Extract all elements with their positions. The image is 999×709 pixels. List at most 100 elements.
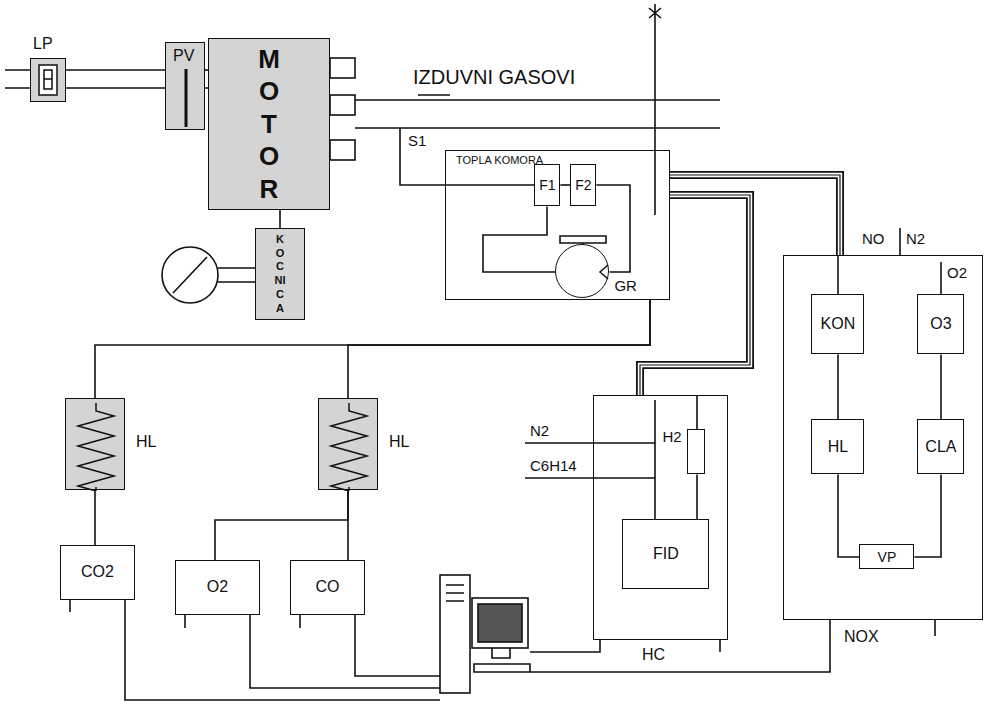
connector-line: [640, 195, 750, 395]
analyzer: CO2: [60, 545, 135, 600]
heated-line: HL: [65, 398, 125, 490]
connector: [914, 474, 941, 557]
computer-monitor: [472, 598, 528, 648]
valve-symbol: [185, 69, 188, 127]
detector: CLA: [917, 419, 964, 474]
gas-label: N2: [906, 230, 925, 247]
connector-line: [215, 490, 348, 560]
flow-meter: PV: [165, 42, 205, 130]
exhaust-port: [330, 95, 355, 115]
gas-stubs: [838, 228, 941, 295]
node-label: TOPLA KOMORA: [456, 154, 543, 167]
node-label: CO2: [81, 563, 114, 581]
air-filter: LP: [30, 58, 66, 102]
connector: [280, 210, 281, 228]
heated-line: HL: [811, 419, 864, 474]
node-label: HL: [828, 438, 848, 456]
connector-line: [640, 195, 750, 395]
converter: KON: [811, 294, 864, 354]
connector-line: [95, 300, 650, 398]
exhaust-pipe: [355, 95, 720, 128]
computer-slots: [446, 585, 464, 601]
node-label: O3: [930, 315, 951, 333]
connector-line: [483, 206, 555, 272]
connector: [95, 300, 650, 398]
node-label: VP: [878, 549, 897, 565]
node-label: O2: [207, 578, 228, 596]
connector: [483, 206, 555, 272]
computer-icon: [440, 575, 530, 693]
exhaust-port: [330, 58, 355, 78]
exhaust-port: [330, 140, 355, 160]
node-label: GR: [614, 277, 637, 294]
node-label: NOX: [844, 628, 879, 646]
heated-bundle: [670, 175, 840, 255]
connector: [95, 490, 96, 545]
gas-label: N2: [530, 422, 549, 439]
node-label: MOTOR: [256, 43, 282, 206]
sample-mast: [649, 4, 661, 215]
pump: GR: [555, 244, 609, 298]
node-symbol: [31, 59, 67, 103]
node-label: F1: [539, 177, 555, 193]
node-symbol: [66, 399, 126, 491]
connector-line: [670, 175, 840, 255]
coil-symbol: [331, 403, 367, 491]
signal-wires: [70, 600, 935, 700]
heated-bundle: [640, 195, 750, 395]
gas-label: S1: [408, 132, 426, 149]
connector: [348, 300, 650, 398]
node-label: CLA: [925, 438, 956, 456]
connector-line: [640, 195, 750, 395]
brake: KOCNICA: [255, 228, 305, 320]
connector-line: [914, 474, 941, 557]
node-label: KON: [821, 315, 856, 333]
connector-line: [670, 175, 840, 255]
node-label: CO: [316, 578, 340, 596]
connector-line: [66, 69, 165, 71]
node-label: HL: [389, 433, 409, 451]
connector-line: [279, 210, 281, 228]
connector: [560, 185, 570, 186]
connector: [66, 70, 165, 71]
ozone-generator: O3: [917, 294, 964, 354]
computer-tower: [440, 575, 470, 693]
detector: FID: [622, 519, 709, 589]
analyzer-housing: NOXKONHLO3CLAVP: [783, 255, 983, 620]
connector-line: [94, 490, 96, 545]
computer-stand: [474, 648, 530, 672]
connector: [215, 490, 348, 560]
node-symbol: [319, 399, 379, 491]
gas-label: O2: [947, 264, 967, 281]
connector-line: [940, 354, 942, 419]
node-label: LP: [33, 35, 53, 53]
analyzer-housing: HCH2FID: [593, 395, 728, 640]
heated-chamber: TOPLA KOMORA F1 F2GR: [445, 150, 670, 300]
restrictor: H2: [687, 429, 705, 474]
connector-line: [838, 474, 859, 557]
connector: [697, 474, 698, 519]
connector-line: [347, 490, 349, 560]
engine: MOTOR: [208, 38, 330, 210]
display-symbol: [39, 65, 57, 95]
filter: F1: [534, 164, 560, 206]
node-label: PV: [173, 47, 194, 65]
node-label: KOCNICA: [275, 233, 286, 316]
node-symbol: [556, 245, 610, 299]
vacuum-pump: VP: [859, 544, 914, 569]
computer-screen: [478, 604, 522, 642]
node-label: H2: [662, 428, 681, 445]
filter: F2: [570, 164, 596, 206]
node-label: HL: [136, 433, 156, 451]
gas-label: NO: [862, 230, 885, 247]
connector-line: [560, 184, 570, 186]
analyzer: CO: [290, 560, 365, 615]
connector: [348, 490, 349, 560]
gauge-needle: [173, 257, 255, 293]
digit-symbol: [44, 70, 52, 89]
connector-line: [837, 354, 839, 419]
node-label: FID: [653, 545, 679, 563]
heated-line: HL: [318, 398, 378, 490]
